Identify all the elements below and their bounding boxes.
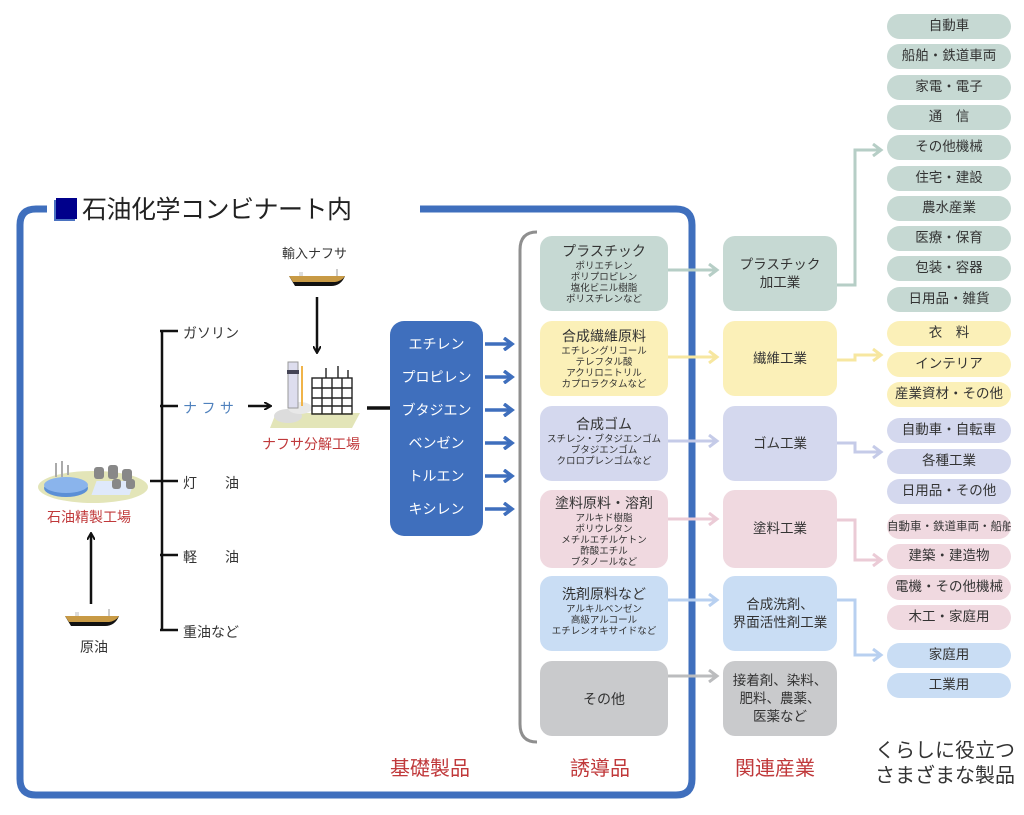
product-pill-plastic: 包装・容器 bbox=[887, 256, 1011, 282]
derivative-item: ブタジエンゴム bbox=[570, 445, 638, 456]
product-pill-fiber: 衣 料 bbox=[887, 321, 1011, 346]
title-square-icon bbox=[56, 197, 77, 219]
footer-derivatives: 誘導品 bbox=[570, 756, 630, 780]
derivative-rubber: 合成ゴム スチレン・ブタジエンゴム ブタジエンゴム クロロプレンゴムなど bbox=[540, 406, 668, 481]
product-pill-rubber: 日用品・その他 bbox=[887, 479, 1011, 504]
cracker-label: ナフサ分解工場 bbox=[262, 437, 360, 453]
naphtha-cracker-icon bbox=[270, 361, 360, 428]
derivative-item: アルキド樹脂 bbox=[575, 513, 633, 524]
derivative-detergent: 洗剤原料など アルキルベンゼン 高級アルコール エチレンオキサイドなど bbox=[540, 576, 668, 651]
derivative-item: ブタノールなど bbox=[570, 557, 638, 568]
derivative-plastic: プラスチック ポリエチレン ポリプロピレン 塩化ビニル樹脂 ポリスチレンなど bbox=[540, 236, 668, 311]
industry-other: 接着剤、染料、肥料、農薬、医薬など bbox=[723, 661, 837, 736]
product-pill-plastic: その他機械 bbox=[887, 135, 1011, 161]
derivative-title: その他 bbox=[583, 691, 625, 708]
complex-title: 石油化学コンビナート内 bbox=[56, 190, 352, 226]
title-text: 石油化学コンビナート内 bbox=[82, 195, 352, 224]
tanker-ship-icon bbox=[289, 269, 345, 286]
product-pill-detergent: 家庭用 bbox=[887, 643, 1011, 668]
crude-oil-label: 原油 bbox=[80, 640, 108, 656]
product-pill-plastic: 日用品・雑貨 bbox=[887, 286, 1011, 312]
basic-product-ethylene: エチレン bbox=[408, 337, 465, 353]
industry-rubber: ゴム工業 bbox=[723, 406, 837, 481]
derivative-item: エチレングリコール bbox=[561, 346, 647, 357]
derivative-item: エチレンオキサイドなど bbox=[551, 626, 657, 637]
output-diesel: 軽 油 bbox=[183, 550, 239, 566]
basic-product-propylene: プロピレン bbox=[401, 370, 472, 386]
footer-basic-products: 基礎製品 bbox=[390, 756, 470, 780]
product-pill-fiber: インテリア bbox=[887, 351, 1011, 377]
basic-products-box: エチレン プロピレン ブタジエン ベンゼン トルエン キシレン bbox=[390, 321, 483, 536]
industry-label: 合成洗剤、界面活性剤工業 bbox=[732, 596, 828, 631]
derivative-item: スチレン・ブタジエンゴム bbox=[546, 434, 661, 445]
derivative-item: アルキルベンゼン bbox=[566, 604, 642, 615]
industry-plastic-processing: プラスチック加工業 bbox=[723, 236, 837, 311]
derivative-item: 高級アルコール bbox=[570, 615, 638, 626]
footer-products-line1: くらしに役立つ bbox=[875, 738, 1015, 762]
derivative-title: 塗料原料・溶剤 bbox=[555, 496, 653, 512]
product-pill-detergent: 工業用 bbox=[887, 673, 1011, 698]
basic-product-xylene: キシレン bbox=[408, 502, 465, 518]
derivatives-bracket bbox=[518, 230, 538, 744]
derivative-title: 合成繊維原料 bbox=[562, 329, 646, 345]
derivative-fiber: 合成繊維原料 エチレングリコール テレフタル酸 アクリロニトリル カプロラクタム… bbox=[540, 321, 668, 396]
product-pill-plastic: 家電・電子 bbox=[887, 74, 1011, 100]
product-pill-paint: 木工・家庭用 bbox=[887, 604, 1011, 630]
output-heavy-oil: 重油など bbox=[183, 625, 239, 641]
product-pill-rubber: 各種工業 bbox=[887, 448, 1011, 474]
product-pill-paint: 建築・建造物 bbox=[887, 544, 1011, 570]
product-pill-plastic: 住宅・建設 bbox=[887, 165, 1011, 191]
crude-tanker-icon bbox=[65, 609, 119, 626]
derivative-title: 合成ゴム bbox=[576, 417, 632, 433]
footer-products: くらしに役立つ さまざまな製品 bbox=[875, 738, 1015, 788]
industry-label: 繊維工業 bbox=[753, 350, 807, 367]
derivative-item: ポリウレタン bbox=[575, 524, 633, 535]
derivative-item: テレフタル酸 bbox=[575, 357, 633, 368]
product-pill-plastic: 通 信 bbox=[887, 104, 1011, 130]
industry-detergent: 合成洗剤、界面活性剤工業 bbox=[723, 576, 837, 651]
industry-label: プラスチック加工業 bbox=[739, 256, 821, 291]
derivative-item: カプロラクタムなど bbox=[561, 379, 647, 390]
derivative-item: ポリスチレンなど bbox=[565, 294, 642, 305]
derivative-paint: 塗料原料・溶剤 アルキド樹脂 ポリウレタン メチルエチルケトン 酢酸エチル ブタ… bbox=[540, 490, 668, 568]
basic-product-benzene: ベンゼン bbox=[408, 436, 465, 452]
output-naphtha: ナ フ サ bbox=[183, 401, 234, 417]
derivative-title: プラスチック bbox=[562, 244, 646, 260]
industry-label: 接着剤、染料、肥料、農薬、医薬など bbox=[732, 672, 828, 725]
derivative-item: アクリロニトリル bbox=[566, 368, 642, 379]
product-pill-plastic: 農水産業 bbox=[887, 195, 1011, 221]
product-pill-paint: 電機・その他機械 bbox=[887, 574, 1011, 600]
derivative-item: クロロプレンゴムなど bbox=[556, 456, 652, 467]
basic-product-toluene: トルエン bbox=[408, 469, 465, 485]
derivative-title: 洗剤原料など bbox=[562, 587, 646, 603]
footer-products-line2: さまざまな製品 bbox=[875, 763, 1015, 787]
product-pill-plastic: 自動車 bbox=[887, 14, 1011, 39]
derivative-item: 塩化ビニル樹脂 bbox=[570, 283, 638, 294]
derivative-item: ポリエチレン bbox=[575, 261, 633, 272]
refinery-plant-icon bbox=[38, 461, 148, 503]
imported-naphtha-label: 輸入ナフサ bbox=[282, 247, 348, 262]
derivative-item: メチルエチルケトン bbox=[561, 535, 647, 546]
product-pill-fiber: 産業資材・その他 bbox=[887, 382, 1011, 407]
basic-product-butadiene: ブタジエン bbox=[401, 403, 472, 419]
product-pill-rubber: 自動車・自転車 bbox=[887, 418, 1011, 443]
derivative-item: 酢酸エチル bbox=[580, 546, 628, 557]
output-gasoline: ガソリン bbox=[183, 326, 239, 342]
product-pill-plastic: 医療・保育 bbox=[887, 226, 1011, 252]
derivative-other: その他 bbox=[540, 661, 668, 736]
industry-paint: 塗料工業 bbox=[723, 490, 837, 568]
refinery-label: 石油精製工場 bbox=[47, 510, 131, 526]
footer-related-industries: 関連産業 bbox=[735, 756, 815, 780]
industry-label: ゴム工業 bbox=[753, 435, 807, 452]
industry-textile: 繊維工業 bbox=[723, 321, 837, 396]
product-pill-paint: 自動車・鉄道車両・船舶 bbox=[887, 514, 1011, 539]
output-kerosene: 灯 油 bbox=[183, 476, 239, 492]
product-pill-plastic: 船舶・鉄道車両 bbox=[887, 44, 1011, 70]
derivative-item: ポリプロピレン bbox=[570, 272, 638, 283]
industry-label: 塗料工業 bbox=[753, 521, 807, 537]
